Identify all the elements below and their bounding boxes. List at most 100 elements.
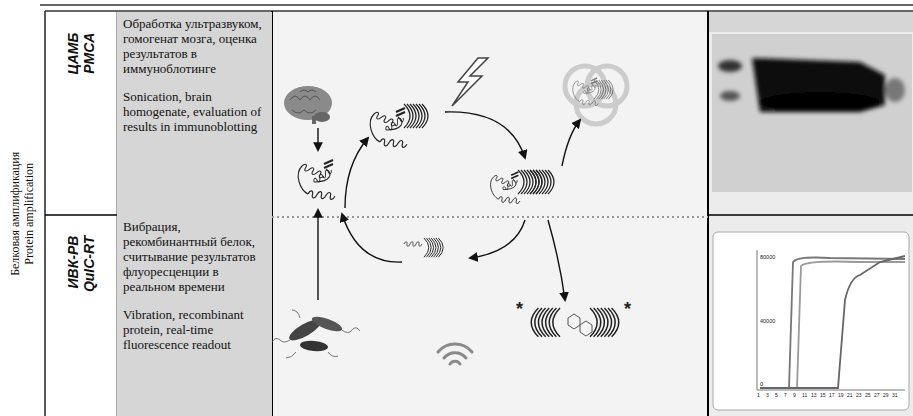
cycle-arrow [342, 214, 402, 262]
vibration-symbol [438, 344, 472, 352]
axis-tick-label: 5 [775, 393, 778, 398]
lightning-symbol [452, 58, 488, 106]
table-frame [272, 12, 708, 416]
lightning-symbol [452, 58, 488, 106]
table-frame [45, 12, 117, 416]
biohazard-symbol [573, 78, 613, 106]
brain-icon [284, 86, 332, 124]
cycle-arrow [318, 112, 580, 300]
prion-fibril [424, 238, 443, 257]
text-block: ЦАМБPMCA [65, 22, 97, 205]
method-label: ЦАМБPMCA [45, 12, 117, 215]
label-text: ИВК-РВ [65, 235, 81, 406]
description-text: Обработка ультразвуком, гомогенат мозга,… [123, 17, 266, 77]
thioflavin-molecule [568, 314, 580, 329]
blot-image [720, 91, 740, 101]
thioflavin-molecule [580, 321, 592, 336]
axis-tick-label: 19 [838, 393, 844, 398]
fluorescence-chart [760, 256, 905, 388]
label-text: Protein amplification [23, 22, 37, 406]
vibration-symbol [450, 361, 460, 364]
brain-icon [312, 116, 316, 124]
axis-tick-label: 7 [784, 393, 787, 398]
table-frame [40, 5, 913, 416]
method-label: ИВК-РВQuIC-RT [45, 215, 117, 416]
fluorescence-chart [760, 258, 905, 389]
label-text: ЦАМБ [65, 32, 81, 205]
description-text: Вибрация, рекомбинантный белок, считыван… [123, 220, 266, 295]
prion-fibril [404, 104, 428, 128]
cycle-arrow [548, 220, 565, 300]
label-text: Белковая амплификация [9, 22, 23, 406]
asterisk-marker: * [624, 300, 631, 318]
axis-tick-label: 0 [760, 382, 763, 388]
axis-tick-label: 13 [811, 393, 817, 398]
text-block: Вибрация, рекомбинантный белок, считыван… [117, 215, 272, 357]
blot-image [712, 34, 912, 192]
bacteria-icon [272, 310, 360, 358]
axis-tick-label: 11 [802, 393, 807, 398]
brain-icon [290, 90, 320, 113]
protein-monomer [491, 172, 521, 204]
axis-tick-label: 27 [874, 393, 880, 398]
text-block: Обработка ультразвуком, гомогенат мозга,… [117, 12, 272, 139]
description-text: Vibration, recombinant protein, real-tim… [123, 308, 266, 353]
axis-tick-label: 29 [883, 393, 889, 398]
vibration-symbol [444, 353, 466, 358]
blot-image [718, 58, 905, 112]
prion-fibril [530, 170, 554, 194]
biohazard-symbol [594, 80, 613, 99]
axis-tick-label: 9 [793, 393, 796, 398]
protein-monomer [370, 108, 407, 148]
axis-tick-label: 31 [892, 393, 898, 398]
biohazard-symbol [565, 66, 627, 124]
fluorescence-chart [713, 232, 909, 410]
blot-image [718, 60, 742, 72]
label-text: QuIC-RT [81, 235, 97, 406]
table-frame [40, 4, 913, 6]
table-frame [708, 12, 913, 416]
fluorescence-chart [713, 232, 909, 410]
table-frame [708, 214, 913, 216]
category-band: Белковая амплификацияProtein amplificati… [0, 12, 45, 416]
asterisk-marker: * [516, 300, 523, 318]
axis-tick-label: 80000 [760, 255, 775, 261]
blot-image [885, 78, 905, 102]
text-block: ИВК-РВQuIC-RT [65, 225, 97, 406]
cycle-arrow [317, 128, 318, 150]
fluorescence-chart [757, 250, 905, 390]
table-frame [708, 12, 913, 32]
fluorescence-chart [760, 262, 905, 389]
cycle-arrow [562, 120, 580, 166]
brain-icon [314, 112, 330, 122]
cycle-arrow [345, 138, 368, 208]
axis-tick-label: 15 [820, 393, 826, 398]
prion-fibril [531, 308, 560, 337]
cycle-arrow [317, 210, 318, 300]
axis-tick-label: 40000 [760, 319, 775, 325]
blot-image [752, 58, 885, 112]
cycle-arrow [445, 112, 525, 158]
bacteria-icon [272, 310, 360, 358]
table-frame [44, 11, 46, 416]
blot-image [712, 34, 912, 192]
biohazard-symbol [573, 78, 599, 106]
blot-image [760, 92, 880, 112]
table-frame [707, 11, 709, 416]
protein-monomer [404, 242, 422, 247]
protein-monomer [298, 160, 335, 200]
prion-fibril [404, 104, 619, 337]
axis-tick-label: 21 [847, 393, 853, 398]
thioflavin-molecule [568, 314, 592, 336]
axis-tick-label: 23 [856, 393, 862, 398]
axis-tick-label: 3 [766, 393, 769, 398]
table-frame [272, 216, 708, 218]
cycle-arrow [470, 220, 525, 258]
vibration-symbol [438, 344, 472, 364]
text-block: Белковая амплификацияProtein amplificati… [9, 22, 37, 406]
bacteria-icon [310, 314, 343, 334]
prion-fibril [590, 308, 619, 337]
description-cell: Вибрация, рекомбинантный белок, считыван… [117, 215, 272, 416]
bacteria-icon [300, 340, 329, 352]
